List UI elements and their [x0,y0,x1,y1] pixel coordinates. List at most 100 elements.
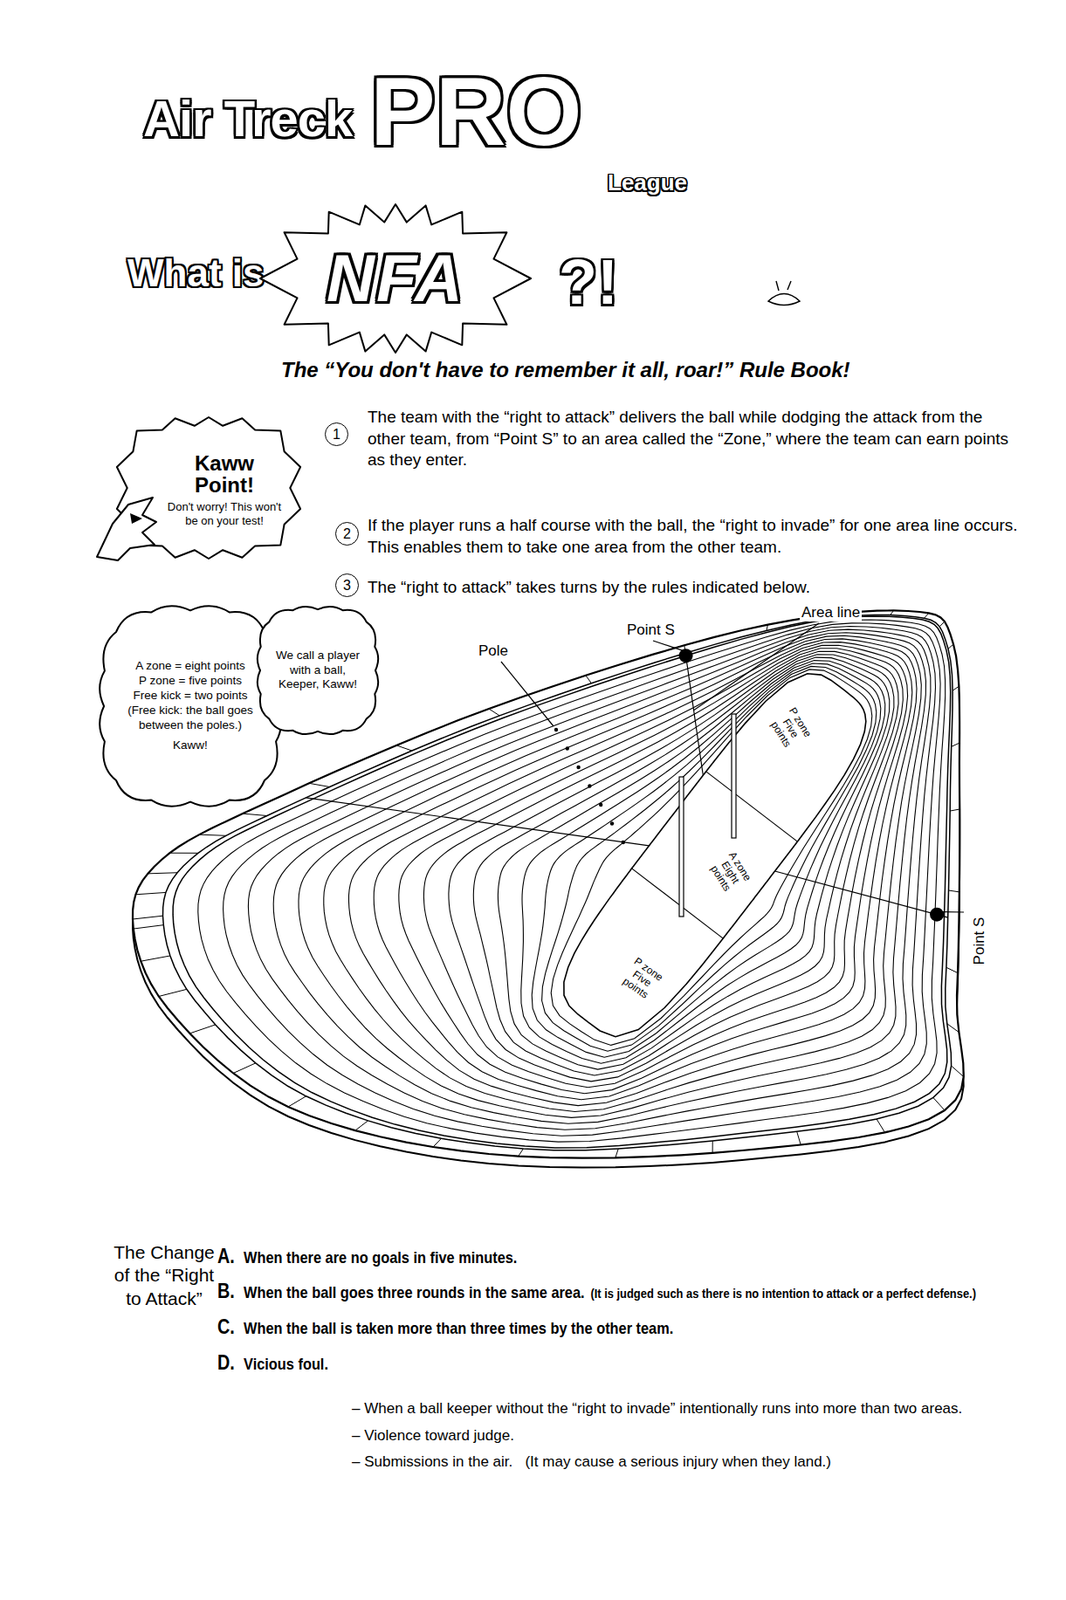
pole-marker [587,784,592,788]
seat-divider [952,686,959,691]
bubble-shape [260,204,531,353]
seat-divider [488,708,500,716]
seat-divider [946,967,958,973]
track-line [542,666,877,1052]
leader-line [501,661,554,727]
title-starburst: NFA [260,204,531,353]
seat-divider [158,989,187,997]
track-line [497,657,889,1070]
seat-divider [585,675,592,684]
pole-marker [565,746,570,750]
track-line [531,663,881,1058]
track-line [349,639,918,1107]
foul-row: – Violence toward judge. [351,1427,515,1445]
speech-bubble: Kaww Point!Don't worry! This won't be on… [116,417,302,559]
pole-marker [610,821,614,826]
rule-letter: B. [217,1279,235,1304]
rule-row: D. Vicious foul. [217,1351,329,1376]
rule-letter: D. [217,1351,235,1376]
seat-divider [951,742,960,747]
seat-divider [924,612,929,619]
foul-row: – When a ball keeper without the “right … [351,1400,963,1418]
seat-divider [189,1024,215,1034]
seat-divider [233,1063,256,1074]
bubble-text: We call a player with a ball, Keeper, Ka… [272,648,364,694]
seat-divider [135,892,166,895]
inner-field [563,673,867,1038]
title-word: NFA [326,245,465,312]
point-s-dot [679,648,694,663]
section-heading: The Change of the “Right to Attack” [110,1241,219,1311]
step-number: 3 [335,573,359,598]
seat-divider [951,1066,964,1078]
subtitle: The “You don't have to remember it all, … [281,357,851,383]
rule-row: C. When the ball is taken more than three… [217,1315,674,1340]
rule-letter: C. [217,1315,235,1340]
foul-item: – When a ball keeper without the “right … [351,1400,963,1418]
bubble-text: A zone = eight points [135,659,246,674]
bubble-text: Kaww! [172,738,208,754]
seat-divider [947,1024,960,1033]
bubble-text: Free kick = two points [133,688,248,704]
step-number: 1 [324,422,349,447]
seat-divider [433,1138,441,1148]
rule-condition: (It is judged such as there is no intent… [590,1286,977,1301]
speech-bubble: A zone = eight pointsP zone = five point… [101,607,280,805]
seat-divider [948,890,959,893]
rule-condition: When the ball is taken more than three t… [243,1319,674,1339]
title-word: What is [127,251,264,296]
track-line [423,648,903,1088]
zone-divider [632,868,724,939]
area-line [775,871,949,918]
seat-divider [797,1131,802,1145]
bird-eye [130,513,143,524]
seat-divider [396,745,413,751]
callout-label: Point S [970,915,989,968]
seat-divider [147,873,178,874]
rule-condition: When the ball goes three rounds in the s… [243,1283,585,1303]
seat-divider [949,809,960,812]
rule-text: The “right to attack” takes turns by the… [367,577,1018,599]
rule-condition: When there are no goals in five minutes. [243,1248,517,1268]
seat-divider [140,955,171,962]
step-number: 2 [335,522,359,546]
seat-divider [615,1148,619,1158]
bird-doodle [96,497,157,561]
step-number-text: 2 [343,527,351,542]
zone-divider [706,771,798,842]
track-line [298,632,927,1119]
bubble-text: Kaww Point! [166,452,282,496]
seat-divider [712,1141,714,1154]
bubble-shape [257,606,379,735]
step-number-text: 3 [343,578,351,593]
pole [731,714,736,839]
leader-line [942,911,964,913]
seat-divider [132,915,164,920]
seat-divider [242,813,268,816]
track-line [550,669,873,1046]
foul-item: – Submissions in the air. (It may cause … [351,1453,832,1472]
area-line [305,797,649,846]
seat-divider [288,1096,307,1108]
rule-text: The team with the “right to attack” deli… [367,406,1018,472]
seat-divider [933,1097,945,1111]
track-line [448,651,899,1082]
leader-line [653,640,683,651]
seat-divider [199,834,227,836]
rule-condition: Vicious foul. [243,1354,329,1375]
title-text: Air Treck [143,89,352,148]
track-line [398,645,908,1094]
seat-divider [355,1121,369,1131]
foul-item: – Violence toward judge. [351,1427,515,1445]
point-s-dot [929,907,944,922]
track-line [521,660,886,1065]
area-line [685,653,703,776]
pole-marker [598,803,603,807]
pole-marker [576,765,580,770]
seat-divider [309,783,330,787]
callout-label: Pole [476,642,510,661]
pole-marker [621,840,626,845]
bubble-text: P zone = five points [138,673,242,689]
seat-divider [876,1119,885,1133]
seat-divider [169,852,198,854]
